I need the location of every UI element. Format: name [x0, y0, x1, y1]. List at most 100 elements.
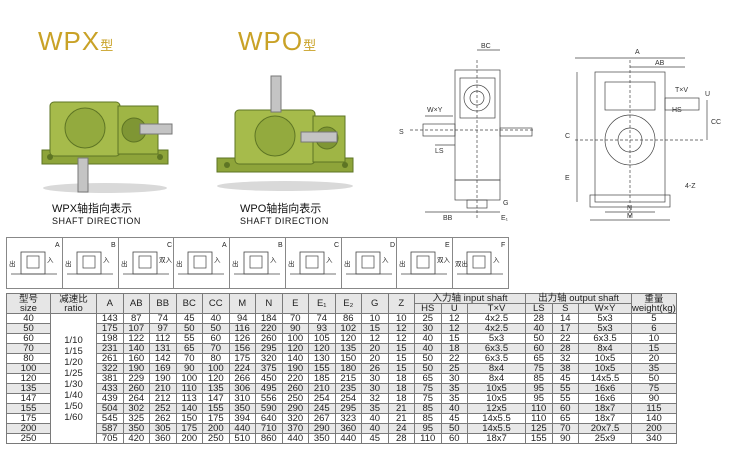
- table-cell: 12: [440, 323, 468, 334]
- table-cell: 45: [361, 433, 389, 444]
- wpx-shaft-direction-caption: WPX轴指向表示 SHAFT DIRECTION: [52, 203, 141, 227]
- table-cell: 22: [440, 353, 468, 364]
- table-cell: 4x2.5: [467, 313, 526, 324]
- table-cell: 190: [281, 363, 309, 374]
- table-cell: 14x5.5: [467, 413, 526, 424]
- size-cell: 70: [6, 343, 51, 354]
- gearbox-cover: [138, 255, 151, 269]
- table-cell: 10: [631, 333, 677, 344]
- table-cell: 250: [281, 393, 309, 404]
- table-cell: 370: [281, 423, 309, 434]
- table-cell: 35: [440, 383, 468, 394]
- table-cell: 40: [414, 333, 442, 344]
- input-label: 双入: [159, 256, 173, 264]
- table-cell: 100: [175, 373, 203, 384]
- table-cell: 6x3.5: [467, 353, 526, 364]
- table-cell: 14x5.5: [578, 373, 632, 384]
- table-cell: 100: [202, 363, 230, 374]
- table-cell: 10x5: [467, 393, 526, 404]
- input-shaft-header: 入力轴 input shaft: [414, 293, 526, 304]
- direction-letter: A: [55, 242, 60, 249]
- table-cell: 20x7.5: [578, 423, 632, 434]
- table-cell: 350: [308, 433, 336, 444]
- table-cell: 266: [228, 373, 256, 384]
- gearbox-cover: [472, 255, 486, 269]
- table-cell: 15: [440, 333, 468, 344]
- table-cell: 169: [149, 363, 177, 374]
- table-cell: 433: [96, 383, 124, 394]
- direction-letter: F: [501, 242, 505, 249]
- table-cell: 40: [440, 403, 468, 414]
- gearbox-cover: [82, 255, 96, 269]
- table-cell: 235: [334, 383, 362, 394]
- size-cell: 120: [6, 373, 51, 384]
- gearbox-outline: [76, 251, 102, 275]
- table-cell: 30: [440, 373, 468, 384]
- input-label: 入: [493, 257, 500, 264]
- output-label: 双出: [455, 259, 468, 268]
- table-cell: 17: [551, 323, 579, 334]
- table-cell: 295: [255, 343, 283, 354]
- direction-letter: A: [222, 242, 227, 249]
- table-cell: 10x5: [467, 383, 526, 394]
- output-label: 出: [9, 259, 16, 268]
- table-cell: 20: [631, 353, 677, 364]
- table-cell: 65: [525, 353, 553, 364]
- table-cell: 90: [551, 433, 579, 444]
- table-cell: 90: [281, 323, 309, 334]
- table-cell: 14x5.5: [467, 423, 526, 434]
- label-hs: HS: [672, 107, 682, 114]
- table-cell: 107: [122, 323, 150, 334]
- label-ls: LS: [435, 148, 444, 155]
- table-cell: 184: [255, 313, 283, 324]
- table-cell: 15: [631, 343, 677, 354]
- input-label: 入: [382, 257, 389, 264]
- table-cell: 135: [334, 343, 362, 354]
- col-header-bb: BB: [149, 293, 177, 314]
- table-cell: 15: [387, 343, 415, 354]
- table-cell: 112: [149, 333, 177, 344]
- col-header-ab: AB: [122, 293, 150, 314]
- size-cell: 80: [6, 353, 51, 364]
- table-cell: 50: [631, 373, 677, 384]
- table-cell: 155: [308, 363, 336, 374]
- table-cell: 86: [334, 313, 362, 324]
- table-cell: 50: [202, 323, 230, 334]
- direction-letter: E: [445, 242, 450, 249]
- table-cell: 120: [308, 343, 336, 354]
- gearbox-outline: [243, 251, 269, 275]
- table-cell: 110: [525, 413, 553, 424]
- table-cell: 350: [122, 423, 150, 434]
- table-cell: 18x7: [578, 413, 632, 424]
- table-cell: 545: [96, 413, 124, 424]
- label-n: N: [627, 205, 632, 212]
- table-cell: 229: [122, 373, 150, 384]
- table-cell: 87: [122, 313, 150, 324]
- table-cell: 30: [361, 373, 389, 384]
- table-cell: 295: [334, 403, 362, 414]
- table-cell: 35: [361, 403, 389, 414]
- table-cell: 12: [387, 333, 415, 344]
- wpx-gearbox-image: [41, 101, 173, 193]
- table-cell: 21: [387, 413, 415, 424]
- ratio-value: 1/15: [64, 345, 83, 357]
- size-cell: 250: [6, 433, 51, 444]
- side-view-drawing: BC W×Y LS S BB G E₁: [399, 43, 535, 222]
- table-cell: 220: [255, 323, 283, 334]
- table-cell: 175: [175, 423, 203, 434]
- table-cell: 155: [525, 433, 553, 444]
- table-cell: 587: [96, 423, 124, 434]
- table-cell: 140: [175, 403, 203, 414]
- table-cell: 210: [308, 383, 336, 394]
- direction-diagram: D出入: [344, 242, 395, 275]
- table-cell: 360: [149, 433, 177, 444]
- table-cell: 10x5: [578, 363, 632, 374]
- table-cell: 75: [525, 363, 553, 374]
- table-cell: 8x4: [467, 363, 526, 374]
